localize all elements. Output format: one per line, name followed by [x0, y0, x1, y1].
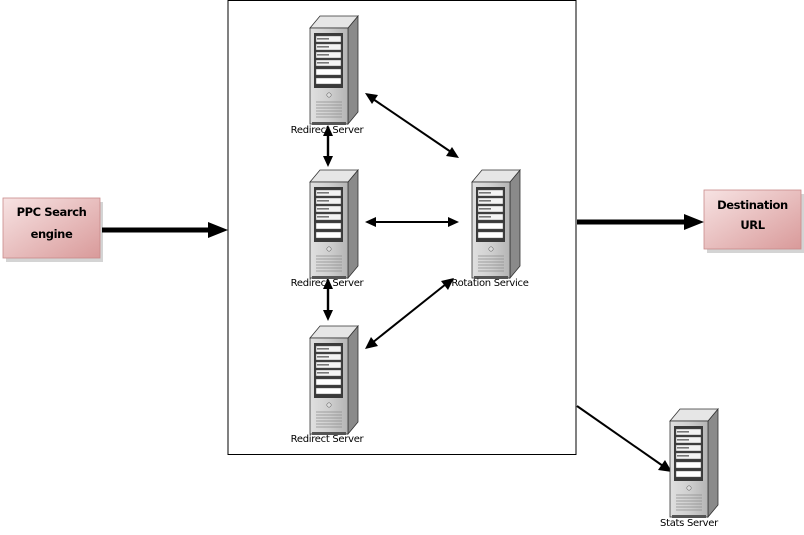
destination-url-label-line2: URL [740, 218, 765, 232]
ppc-search-engine-box: PPC Search engine [2, 197, 103, 262]
server-icon [309, 325, 359, 436]
redirect-server-bottom-label: Redirect Server [291, 434, 365, 445]
rotation-service-server: Rotation Service [451, 169, 529, 289]
arrow-redirect-top-rotation [365, 93, 459, 158]
destination-url-box: Destination URL [703, 189, 804, 253]
redirect-server-top-label: Redirect Server [291, 125, 365, 136]
stats-server: Stats Server [660, 408, 719, 529]
server-icon [669, 408, 719, 519]
arrow-ppc-to-cluster [102, 222, 228, 238]
arrow-redirect-middle-bottom [323, 278, 333, 321]
redirect-server-middle-label: Redirect Server [291, 278, 365, 289]
arrow-cluster-to-stats [576, 405, 672, 472]
server-icon [471, 169, 521, 280]
arrow-redirect-top-middle [323, 125, 333, 167]
stats-server-label: Stats Server [660, 518, 719, 529]
redirect-server-bottom: Redirect Server [291, 325, 365, 445]
destination-url-label-line1: Destination [717, 198, 788, 212]
ppc-search-engine-label-line2: engine [31, 227, 73, 241]
arrow-redirect-middle-rotation [365, 217, 459, 227]
arrow-redirect-bottom-rotation [365, 278, 454, 349]
ppc-search-engine-label-line1: PPC Search [17, 205, 87, 219]
server-icon [309, 169, 359, 280]
redirect-server-middle: Redirect Server [291, 169, 365, 289]
server-cluster-container [227, 0, 577, 455]
server-icon [309, 15, 359, 126]
redirect-server-top: Redirect Server [291, 15, 365, 136]
rotation-service-label: Rotation Service [451, 278, 528, 289]
arrow-cluster-to-destination [577, 214, 704, 230]
